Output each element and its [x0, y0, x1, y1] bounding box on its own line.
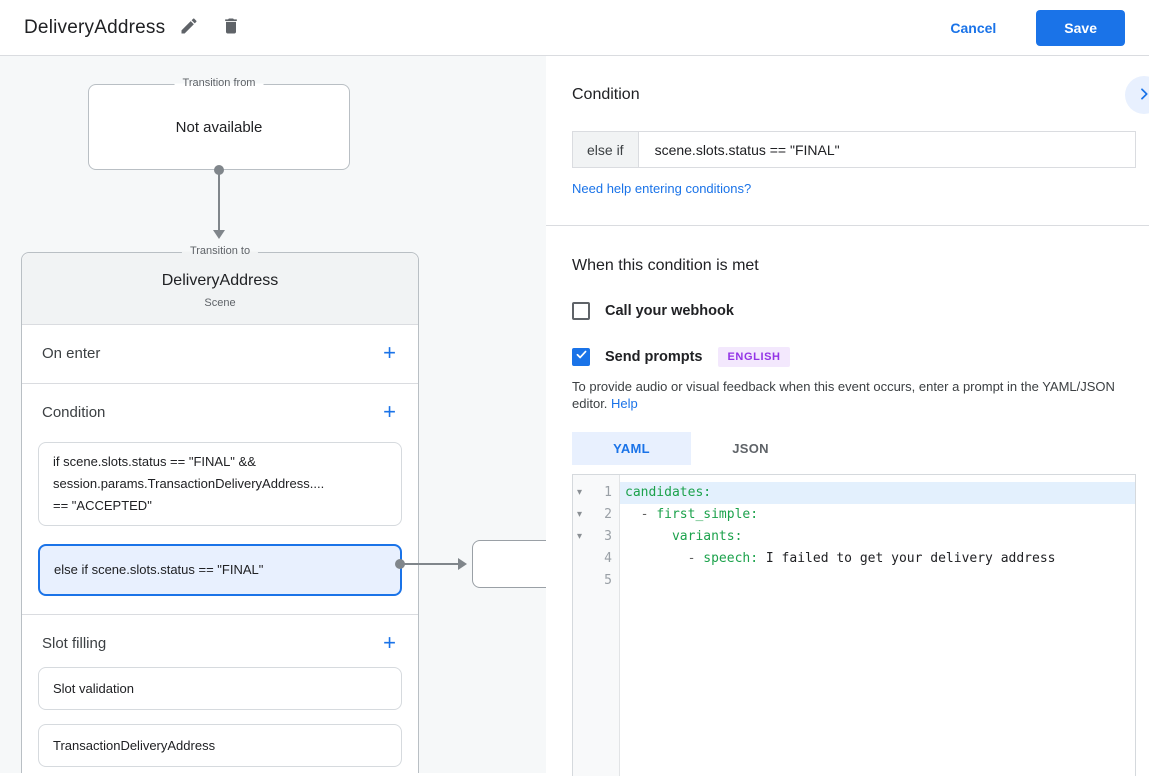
condition-met-heading: When this condition is met — [572, 257, 759, 274]
panel-title: Condition — [572, 86, 640, 103]
tab-yaml[interactable]: YAML — [572, 432, 691, 465]
line-number: 4 — [604, 551, 612, 566]
transition-to-legend: Transition to — [181, 245, 259, 257]
delete-scene-button[interactable] — [213, 10, 249, 46]
line-number: 1 — [604, 485, 612, 500]
tab-json[interactable]: JSON — [732, 441, 769, 456]
webhook-row: Call your webhook — [572, 302, 1136, 320]
condition-expression-input[interactable] — [638, 132, 1135, 167]
conditions-help-link[interactable]: Need help entering conditions? — [572, 181, 752, 196]
editor-gutter — [573, 475, 620, 776]
cancel-button[interactable]: Cancel — [934, 12, 1012, 44]
slot-filling-label: Slot filling — [42, 634, 107, 652]
add-on-enter-button[interactable]: + — [379, 342, 400, 364]
trash-icon — [221, 16, 241, 39]
save-button[interactable]: Save — [1036, 9, 1125, 46]
scene-type-label: Scene — [204, 297, 236, 309]
connector-dot — [214, 165, 224, 175]
connector-arrow-right-icon — [458, 558, 467, 570]
transition-from-box[interactable]: Transition from Not available — [88, 77, 350, 170]
condition-section-label: Condition — [42, 403, 106, 421]
send-prompts-label: Send prompts — [605, 349, 703, 365]
top-bar: DeliveryAddress Cancel Save — [0, 0, 1149, 56]
fold-arrow-icon[interactable]: ▾ — [577, 509, 583, 520]
scene-card: Transition to DeliveryAddress Scene On e… — [21, 245, 419, 773]
send-prompts-checkbox[interactable] — [572, 348, 590, 366]
help-link[interactable]: Help — [611, 396, 638, 411]
transition-from-legend: Transition from — [174, 77, 264, 89]
slot-validation-item[interactable]: Slot validation — [38, 667, 402, 710]
on-enter-label: On enter — [42, 344, 101, 362]
fold-arrow-icon[interactable]: ▾ — [577, 531, 583, 542]
on-enter-section: On enter + — [22, 325, 418, 384]
scene-name: DeliveryAddress — [161, 272, 279, 289]
add-condition-button[interactable]: + — [379, 401, 400, 423]
prompts-description: To provide audio or visual feedback when… — [572, 378, 1132, 412]
slot-filling-section: Slot filling + Slot validation Transacti… — [22, 615, 418, 773]
condition-connector-line — [403, 563, 458, 565]
send-prompts-row: Send prompts ENGLISH — [572, 347, 1136, 367]
condition-prefix-label: else if — [573, 132, 639, 167]
line-number: 2 — [604, 507, 612, 522]
transition-target-box[interactable] — [472, 540, 546, 588]
slot-item[interactable]: TransactionDeliveryAddress — [38, 724, 402, 767]
page-title: DeliveryAddress — [24, 16, 166, 38]
condition-item-selected[interactable]: else if scene.slots.status == "FINAL" — [38, 544, 402, 596]
add-slot-button[interactable]: + — [379, 632, 400, 654]
code-line[interactable]: ▾2 - first_simple: — [573, 504, 1135, 526]
fold-arrow-icon[interactable]: ▾ — [577, 487, 583, 498]
condition-expression-row: else if — [572, 131, 1136, 168]
section-divider — [546, 225, 1149, 226]
scene-flow-diagram: Transition from Not available Transition… — [0, 56, 546, 773]
transition-from-content: Not available — [175, 118, 263, 136]
checkmark-icon — [575, 348, 588, 366]
editor-format-tabs: YAML JSON — [572, 432, 1136, 465]
code-line[interactable]: 5 — [573, 570, 1135, 592]
line-number: 3 — [604, 529, 612, 544]
line-number: 5 — [604, 573, 612, 588]
condition-editor-panel: Condition else if Need help entering con… — [546, 56, 1149, 776]
condition-item[interactable]: if scene.slots.status == "FINAL" && sess… — [38, 442, 402, 526]
pencil-icon — [179, 16, 199, 39]
call-webhook-label: Call your webhook — [605, 303, 734, 319]
edit-title-button[interactable] — [171, 10, 207, 46]
scene-card-header[interactable]: DeliveryAddress Scene — [22, 253, 418, 325]
code-line[interactable]: 4 - speech: I failed to get your deliver… — [604, 551, 1056, 566]
language-badge: ENGLISH — [718, 347, 790, 367]
collapse-panel-button[interactable] — [1125, 76, 1149, 114]
prompts-description-text: To provide audio or visual feedback when… — [572, 379, 1115, 411]
condition-section: Condition + if scene.slots.status == "FI… — [22, 384, 418, 615]
connector-line — [218, 172, 220, 230]
call-webhook-checkbox[interactable] — [572, 302, 590, 320]
code-line[interactable]: ▾3 variants: — [573, 526, 1135, 548]
chevron-right-icon — [1136, 86, 1149, 105]
condition-connector-dot — [395, 559, 405, 569]
connector-arrow-down-icon — [213, 230, 225, 239]
